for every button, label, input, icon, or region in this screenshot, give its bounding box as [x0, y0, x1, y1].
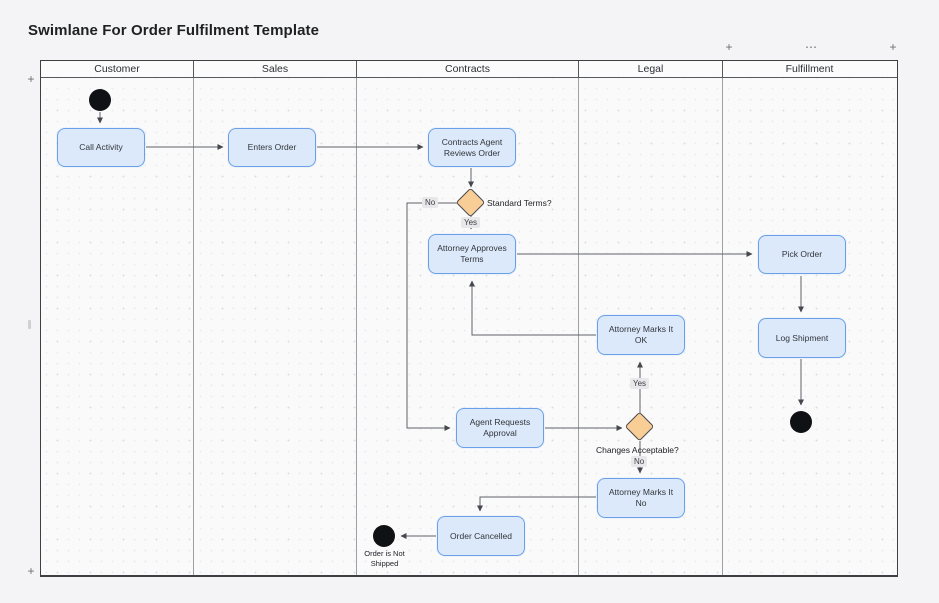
task-log-shipment[interactable]: Log Shipment: [758, 318, 846, 358]
add-row-top-button[interactable]: +: [27, 72, 35, 86]
task-attorney-marks-it-ok[interactable]: Attorney Marks It OK: [597, 315, 685, 355]
lane-header-row: Customer Sales Contracts Legal Fulfillme…: [41, 61, 897, 78]
end-event-fulfilled[interactable]: [790, 411, 812, 433]
lane-customer: [41, 78, 194, 575]
lane-sales: [194, 78, 357, 575]
task-call-activity[interactable]: Call Activity: [57, 128, 145, 167]
diagram-title: Swimlane For Order Fulfilment Template: [28, 22, 320, 39]
badge-no-standard-terms[interactable]: No: [422, 197, 439, 208]
end-event-caption: Order is Not Shipped: [364, 549, 405, 568]
start-event[interactable]: [89, 89, 111, 111]
task-pick-order[interactable]: Pick Order: [758, 235, 846, 274]
badge-no-changes[interactable]: No: [631, 456, 648, 467]
add-row-bottom-button[interactable]: +: [27, 564, 35, 578]
badge-yes-standard-terms[interactable]: Yes: [461, 217, 481, 228]
task-enters-order[interactable]: Enters Order: [228, 128, 316, 167]
add-lane-right-button[interactable]: +: [889, 40, 897, 54]
add-lane-divider-button[interactable]: +: [725, 40, 733, 54]
task-contracts-agent-reviews-order[interactable]: Contracts Agent Reviews Order: [428, 128, 516, 167]
lane-drag-handle[interactable]: [28, 320, 31, 329]
task-order-cancelled[interactable]: Order Cancelled: [437, 516, 525, 556]
task-attorney-approves-terms[interactable]: Attorney Approves Terms: [428, 234, 516, 274]
lane-header-contracts[interactable]: Contracts: [357, 61, 579, 77]
badge-yes-changes[interactable]: Yes: [630, 378, 650, 389]
lane-header-legal[interactable]: Legal: [579, 61, 723, 77]
lane-header-fulfillment[interactable]: Fulfillment: [785, 63, 834, 75]
label-changes-acceptable[interactable]: Changes Acceptable?: [596, 445, 679, 455]
label-standard-terms[interactable]: Standard Terms?: [487, 198, 552, 208]
task-attorney-marks-it-no[interactable]: Attorney Marks It No: [597, 478, 685, 518]
lane-header-sales[interactable]: Sales: [194, 61, 357, 77]
lane-menu-button[interactable]: ⋯: [805, 40, 817, 54]
lane-header-customer[interactable]: Customer: [41, 61, 194, 77]
lane-legal: [579, 78, 723, 575]
task-agent-requests-approval[interactable]: Agent Requests Approval: [456, 408, 544, 448]
end-event-not-shipped[interactable]: [373, 525, 395, 547]
